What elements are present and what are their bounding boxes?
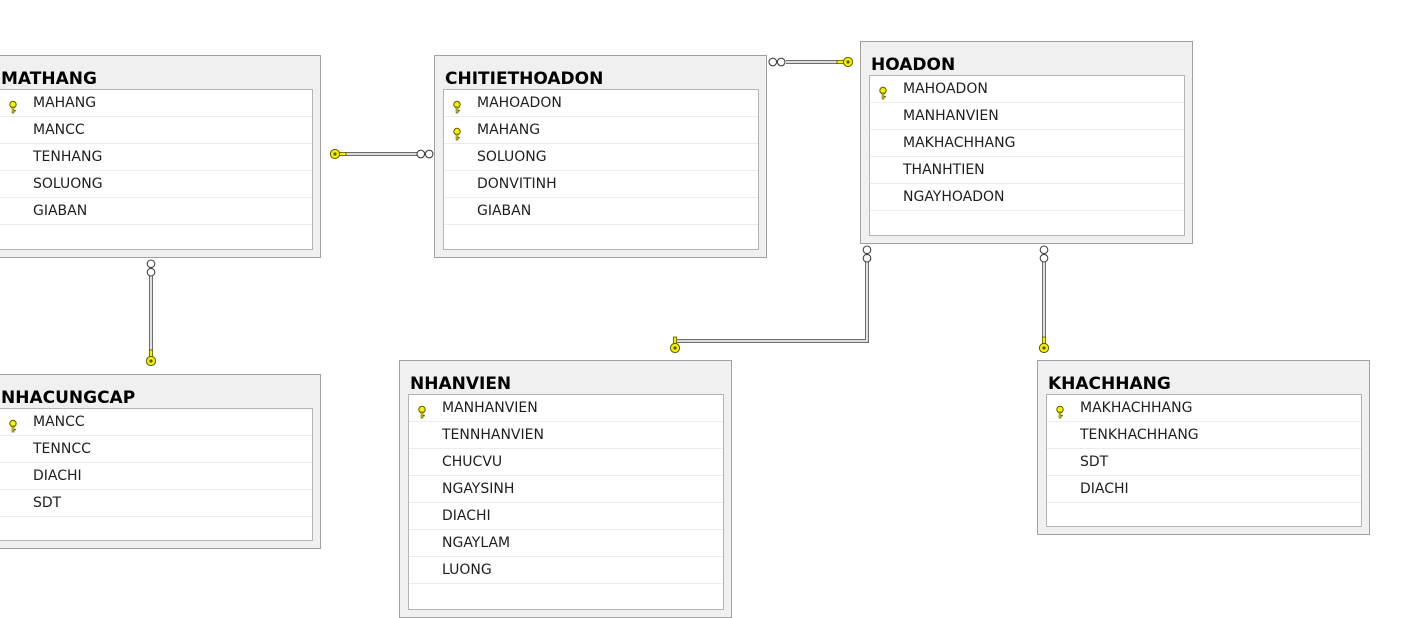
column-name: MAHOADON: [477, 95, 562, 111]
column-row[interactable]: CHUCVU: [409, 449, 723, 476]
primary-key-icon: [6, 416, 20, 433]
column-name: TENHANG: [33, 149, 103, 165]
table-chitiethoadon[interactable]: CHITIETHOADON MAHOADON MAHANG SOLUONG DONVI…: [434, 55, 767, 258]
column-list: MANCC TENNCC DIACHI SDT: [0, 408, 313, 541]
column-name: TENNCC: [33, 441, 91, 457]
column-row[interactable]: DIACHI: [0, 463, 312, 490]
column-row[interactable]: MANCC: [0, 409, 312, 436]
one-end-key-icon: [836, 56, 854, 68]
column-name: MAHANG: [33, 95, 97, 111]
table-title: NHACUNGCAP: [1, 388, 136, 408]
column-name: MAHANG: [477, 122, 541, 138]
column-name: CHUCVU: [442, 454, 503, 470]
many-end-icon: [768, 57, 786, 67]
column-row[interactable]: NGAYSINH: [409, 476, 723, 503]
table-mathang[interactable]: MATHANG MAHANG MANCC TENHANG SOLUONG GIABAN: [0, 55, 321, 258]
column-row[interactable]: MANCC: [0, 117, 312, 144]
column-row[interactable]: SDT: [0, 490, 312, 517]
column-name: MAHOADON: [903, 81, 988, 97]
table-title: MATHANG: [1, 69, 97, 89]
column-name: TENKHACHHANG: [1080, 427, 1199, 443]
column-row[interactable]: NGAYHOADON: [870, 184, 1184, 211]
table-title: HOADON: [871, 55, 956, 75]
many-end-icon: [862, 245, 872, 263]
column-row[interactable]: TENNHANVIEN: [409, 422, 723, 449]
column-row[interactable]: MAHOADON: [870, 76, 1184, 103]
column-row[interactable]: SOLUONG: [444, 144, 758, 171]
column-list: MAHOADON MANHANVIEN MAKHACHHANG THANHTIEN NG…: [869, 75, 1185, 236]
column-name: MANHANVIEN: [442, 400, 538, 416]
column-name: SOLUONG: [33, 176, 103, 192]
column-name: MAKHACHHANG: [903, 135, 1016, 151]
column-name: DIACHI: [33, 468, 82, 484]
table-khachhang[interactable]: KHACHHANG MAKHACHHANG TENKHACHHANG SDT DIAC…: [1037, 360, 1370, 535]
column-name: GIABAN: [477, 203, 532, 219]
column-name: THANHTIEN: [903, 162, 985, 178]
many-end-icon: [416, 149, 434, 159]
one-end-key-icon: [1038, 336, 1050, 354]
column-list: MAHOADON MAHANG SOLUONG DONVITINH GIABAN: [443, 89, 759, 250]
column-row[interactable]: MAHANG: [444, 117, 758, 144]
column-row[interactable]: TENKHACHHANG: [1047, 422, 1361, 449]
column-row[interactable]: NGAYLAM: [409, 530, 723, 557]
many-end-icon: [146, 259, 156, 277]
column-list: MANHANVIEN TENNHANVIEN CHUCVU NGAYSINH DIACH…: [408, 394, 724, 610]
column-name: MANCC: [33, 414, 85, 430]
column-row[interactable]: DIACHI: [1047, 476, 1361, 503]
column-row[interactable]: GIABAN: [444, 198, 758, 225]
primary-key-icon: [450, 124, 464, 141]
column-name: DIACHI: [1080, 481, 1129, 497]
table-nhacungcap[interactable]: NHACUNGCAP MANCC TENNCC DIACHI SDT: [0, 374, 321, 549]
table-title: KHACHHANG: [1048, 374, 1171, 394]
column-name: SOLUONG: [477, 149, 547, 165]
column-name: NGAYLAM: [442, 535, 511, 551]
table-hoadon[interactable]: HOADON MAHOADON MANHANVIEN MAKHACHHANG THAN…: [860, 41, 1193, 244]
one-end-key-icon: [669, 336, 681, 354]
column-row[interactable]: MAHOADON: [444, 90, 758, 117]
column-row[interactable]: SDT: [1047, 449, 1361, 476]
primary-key-icon: [876, 83, 890, 100]
column-name: DIACHI: [442, 508, 491, 524]
column-name: SDT: [1080, 454, 1109, 470]
column-row[interactable]: LUONG: [409, 557, 723, 584]
one-end-key-icon: [145, 349, 157, 367]
column-name: GIABAN: [33, 203, 88, 219]
column-name: NGAYHOADON: [903, 189, 1005, 205]
column-row[interactable]: MAKHACHHANG: [1047, 395, 1361, 422]
column-name: DONVITINH: [477, 176, 557, 192]
column-row[interactable]: SOLUONG: [0, 171, 312, 198]
column-row[interactable]: TENHANG: [0, 144, 312, 171]
one-end-key-icon: [329, 148, 347, 160]
primary-key-icon: [450, 97, 464, 114]
column-row[interactable]: DIACHI: [409, 503, 723, 530]
primary-key-icon: [415, 402, 429, 419]
column-row[interactable]: MANHANVIEN: [870, 103, 1184, 130]
column-row[interactable]: DONVITINH: [444, 171, 758, 198]
column-row[interactable]: GIABAN: [0, 198, 312, 225]
relationship-hoadon-nhanvien: [673, 262, 869, 346]
table-nhanvien[interactable]: NHANVIEN MANHANVIEN TENNHANVIEN CHUCVU NGAY…: [399, 360, 732, 618]
column-name: MANHANVIEN: [903, 108, 999, 124]
column-name: NGAYSINH: [442, 481, 515, 497]
column-row[interactable]: MAKHACHHANG: [870, 130, 1184, 157]
column-name: MAKHACHHANG: [1080, 400, 1193, 416]
column-name: SDT: [33, 495, 62, 511]
column-name: MANCC: [33, 122, 85, 138]
column-row[interactable]: THANHTIEN: [870, 157, 1184, 184]
column-row[interactable]: MANHANVIEN: [409, 395, 723, 422]
many-end-icon: [1039, 245, 1049, 263]
column-name: TENNHANVIEN: [442, 427, 544, 443]
table-title: CHITIETHOADON: [445, 69, 604, 89]
table-title: NHANVIEN: [410, 374, 512, 394]
column-name: LUONG: [442, 562, 492, 578]
column-list: MAKHACHHANG TENKHACHHANG SDT DIACHI: [1046, 394, 1362, 527]
primary-key-icon: [1053, 402, 1067, 419]
primary-key-icon: [6, 97, 20, 114]
column-row[interactable]: TENNCC: [0, 436, 312, 463]
column-row[interactable]: MAHANG: [0, 90, 312, 117]
column-list: MAHANG MANCC TENHANG SOLUONG GIABAN: [0, 89, 313, 250]
